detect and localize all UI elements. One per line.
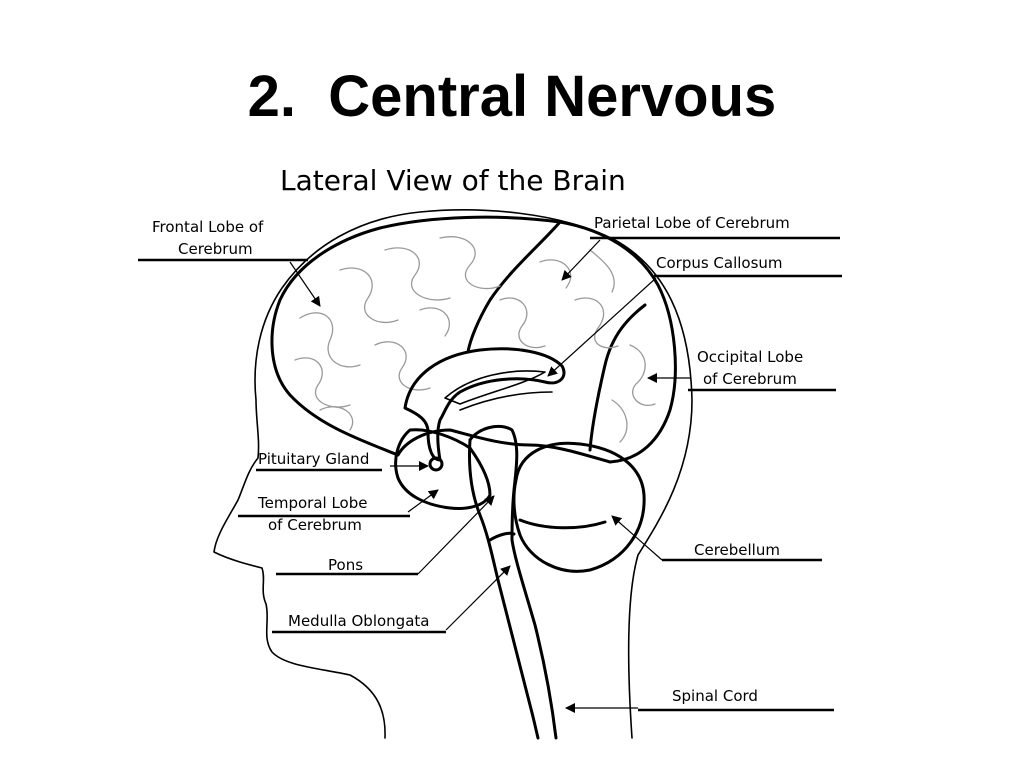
pituitary-gland-shape [428,456,444,472]
label-frontal-lobe: Frontal Lobe of Cerebrum [138,218,321,307]
label-temporal-lobe: Temporal Lobe of Cerebrum [238,489,439,534]
brainstem-front [468,438,540,740]
label-frontal-lobe-line2: Cerebrum [178,240,253,258]
label-medulla-oblongata-text: Medulla Oblongata [288,612,429,630]
pons-boundary [488,531,516,542]
cerebrum-outline [270,215,677,464]
label-medulla-oblongata: Medulla Oblongata [272,565,511,634]
arrow-pons [417,495,495,575]
label-spinal-cord-text: Spinal Cord [672,687,758,705]
label-temporal-lobe-line2: of Cerebrum [268,516,362,534]
corpus-callosum-shape [403,347,566,462]
label-occipital-lobe: Occipital Lobe of Cerebrum [647,348,836,392]
parietal-boundary [466,220,562,354]
cerebellum-shape [512,441,646,573]
label-pons: Pons [276,495,495,576]
label-corpus-callosum-text: Corpus Callosum [656,254,783,272]
head-outline [213,209,693,739]
slide-title: 2. Central Nervous [247,64,777,129]
diagram-heading: Lateral View of the Brain [280,164,626,197]
label-frontal-lobe-line1: Frontal Lobe of [152,218,264,236]
brainstem-shape [468,424,558,740]
fornix [459,391,553,411]
label-pituitary-gland: Pituitary Gland [256,450,429,472]
lateral-ventricle [444,370,546,405]
label-corpus-callosum: Corpus Callosum [547,254,842,377]
label-temporal-lobe-line1: Temporal Lobe [257,494,367,512]
label-pons-text: Pons [328,556,363,574]
label-occipital-lobe-line2: of Cerebrum [703,370,797,388]
arrow-cerebellum [611,515,663,561]
arrow-parietal-lobe [561,239,601,281]
label-parietal-lobe-text: Parietal Lobe of Cerebrum [594,214,790,232]
label-occipital-lobe-line1: Occipital Lobe [697,348,803,366]
label-cerebellum-text: Cerebellum [694,541,780,559]
cerebellum-fold [518,518,607,530]
arrow-medulla-oblongata [445,565,511,631]
brain-gyri [294,236,656,443]
label-cerebellum: Cerebellum [611,515,822,562]
label-pituitary-gland-text: Pituitary Gland [258,450,369,468]
label-spinal-cord: Spinal Cord [565,687,834,713]
label-parietal-lobe: Parietal Lobe of Cerebrum [561,214,840,281]
arrow-corpus-callosum [547,277,657,377]
arrow-temporal-lobe [407,489,439,513]
arrow-frontal-lobe [289,261,321,307]
occipital-boundary [588,303,647,452]
